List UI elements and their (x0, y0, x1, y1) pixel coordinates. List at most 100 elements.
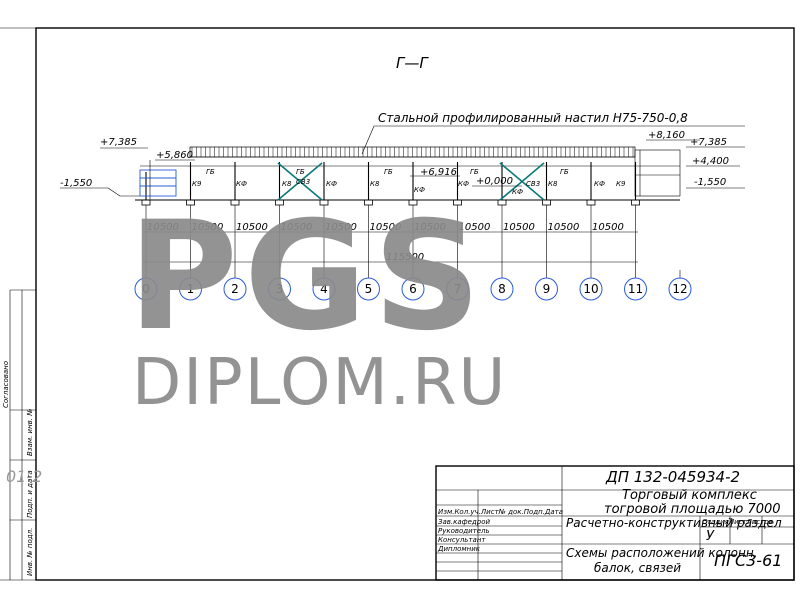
member-label: К8 (548, 180, 558, 188)
span-label: 10500 (192, 222, 224, 233)
column-base (542, 199, 551, 206)
section-name: Расчетно-конструктивный раздел (566, 516, 782, 530)
axis-number: 8 (498, 282, 506, 296)
sheet-title-line1: Схемы расположений колонн, (566, 546, 758, 560)
axis-number: 2 (231, 282, 239, 296)
axis-number: 4 (320, 282, 328, 296)
member-label: СВ3 (296, 178, 310, 186)
member-label: КФ (458, 180, 469, 188)
axis-circle (490, 277, 514, 301)
deck-label: Стальной профилированный настил Н75-750-… (378, 111, 688, 125)
elevation-mark: +0,000 (476, 176, 513, 187)
doc-code: ДП 132-045934-2 (605, 468, 740, 486)
axis-circle (223, 277, 247, 301)
span-label: 10500 (459, 222, 491, 233)
right-end-structure (634, 149, 681, 197)
brace-diagonal (499, 162, 545, 201)
span-label: 10500 (325, 222, 357, 233)
side-stamp: Согласовано Взам. инв. № Подп. и дата Ин… (2, 289, 42, 580)
span-label: 10500 (147, 222, 179, 233)
axis-number: 5 (365, 282, 373, 296)
braces-group (277, 162, 545, 201)
elevation-mark: +7,385 (690, 137, 727, 148)
elevation-mark: +6,916 (420, 167, 457, 178)
elevation-mark: -1,550 (60, 178, 92, 189)
elevation-mark: +5,860 (156, 150, 193, 161)
axis-number: 11 (628, 282, 643, 296)
project-line1: Торговый комплекс (622, 488, 757, 503)
col-labels: СтадияЛистЛистов (702, 518, 773, 526)
inv-dup-label: Взам. инв. № (26, 408, 34, 456)
axis-number: 10 (583, 282, 598, 296)
axis-number: 1 (187, 282, 195, 296)
member-label: КФ (236, 180, 247, 188)
span-label: 10500 (414, 222, 446, 233)
watermark-line1: PGS (128, 190, 487, 364)
member-label: КФ (414, 186, 425, 194)
member-labels: К9 ГБ КФ К8 ГБ СВ3 КФ К8 ГБ КФ КФ СВ3 К8… (192, 168, 626, 196)
axis-circle (624, 277, 647, 301)
axis-circle (312, 277, 336, 301)
header-row: Изм.Кол.уч.Лист№ док.Подп.Дата (438, 508, 563, 516)
axis-number: 12 (672, 282, 687, 296)
axis-circle (357, 277, 380, 301)
span-label: 10500 (592, 222, 624, 233)
member-label: К8 (282, 180, 292, 188)
span-label: 10500 (548, 222, 580, 233)
column-base (586, 199, 596, 206)
member-label: К9 (192, 180, 202, 188)
role-label: Дипломник (437, 545, 481, 553)
elevation-marks: +7,385 +5,860 -1,550 +8,160 +7,385 +4,40… (60, 130, 745, 197)
axis-circle (446, 277, 469, 301)
dimension-chain: 10500 10500 10500 10500 10500 10500 10500 10500… (143, 205, 638, 270)
axis-circle (134, 277, 158, 301)
member-label: ГБ (206, 168, 215, 176)
elevation-mark: +8,160 (648, 130, 685, 141)
watermark-line2: DIPLOM.RU (132, 346, 507, 420)
partial-code: 01-2 (6, 467, 42, 486)
member-label: ГБ (470, 168, 479, 176)
span-label: 10500 (236, 222, 268, 233)
sheet-frame (35, 27, 795, 581)
total-span-label: 115500 (386, 252, 424, 263)
axis-circle (179, 277, 202, 301)
elevation-mark: -1,550 (694, 177, 726, 188)
roof-deck (140, 146, 680, 167)
member-label: ГБ (560, 168, 569, 176)
member-label: ГБ (296, 168, 305, 176)
axis-number: 9 (543, 282, 551, 296)
sheet-title-line2: балок, связей (594, 561, 681, 575)
section-title: Г—Г (396, 54, 429, 72)
member-label: КФ (326, 180, 337, 188)
axis-number: 0 (142, 282, 150, 296)
axis-number: 3 (276, 282, 284, 296)
member-label: КФ (512, 188, 523, 196)
columns-group (141, 162, 640, 206)
span-label: 10500 (370, 222, 402, 233)
role-label: Зав.кафедрой (438, 518, 491, 526)
axis-circle (668, 277, 692, 301)
brace-diagonal (277, 162, 323, 201)
sign-date-label: Подп. и дата (26, 470, 34, 518)
axis-number: 6 (409, 282, 417, 296)
project-line2: тогровой площадью 7000 (604, 502, 781, 517)
inv-orig-label: Инв. № подл. (26, 528, 34, 576)
agreed-label: Согласовано (2, 361, 10, 408)
axis-circle (401, 277, 425, 301)
span-label: 10500 (281, 222, 313, 233)
watermark: PGS DIPLOM.RU (128, 190, 507, 420)
elevation-mark: +7,385 (100, 137, 137, 148)
axis-circle (579, 277, 603, 301)
title-block: ДП 132-045934-2 Торговый комплекс тогров… (435, 465, 795, 581)
column-base (497, 199, 507, 206)
span-label: 10500 (503, 222, 535, 233)
member-label: КФ (594, 180, 605, 188)
member-label: К9 (616, 180, 626, 188)
sheet-code: ПГС3-61 (714, 551, 782, 570)
role-label: Консультант (438, 536, 486, 544)
stage-value: У (706, 529, 715, 544)
member-label: СВ3 (526, 180, 540, 188)
member-label: ГБ (384, 168, 393, 176)
